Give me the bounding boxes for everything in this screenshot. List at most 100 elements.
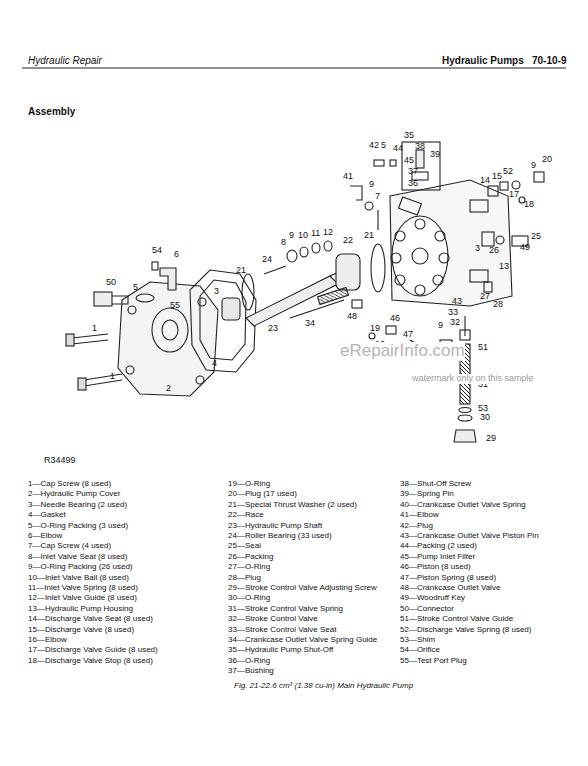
- callout-number: 43: [452, 297, 462, 307]
- callout-number: 51: [478, 343, 488, 353]
- pump-housing: [390, 180, 512, 306]
- page-number: 70-10-9: [532, 55, 566, 66]
- right-valve: [482, 232, 494, 246]
- parts-list-entry: 49—Woodruff Key: [400, 594, 465, 603]
- callout-number: 2: [166, 384, 171, 394]
- parts-list-entry: 41—Elbow: [400, 511, 439, 520]
- pump-housing: [412, 248, 428, 264]
- callout-number: 38: [415, 142, 425, 152]
- parts-list-entry: 54—Orifice: [400, 646, 440, 655]
- callout-number: 5: [381, 141, 386, 151]
- parts-list-entry: 27—O-Ring: [228, 563, 270, 572]
- parts-list-entry: 5—O-Ring Packing (3 used): [28, 522, 128, 531]
- parts-list-entry: 43—Crankcase Outlet Valve Piston Pin: [400, 532, 539, 541]
- callout-number: 44: [393, 144, 403, 154]
- parts-list-entry: 15—Discharge Valve (8 used): [28, 626, 134, 635]
- parts-list-entry: 14—Discharge Valve Seat (8 used): [28, 615, 153, 624]
- callout-number: 52: [503, 167, 513, 177]
- spring-guide: [290, 300, 344, 318]
- callout-number: 39: [430, 150, 440, 160]
- pump-housing: [470, 270, 488, 282]
- parts-list-entry: 42—Plug: [400, 522, 433, 531]
- callout-number: 22: [343, 236, 353, 246]
- figure-caption: Fig. 21-22.6 cm³ (1.38 cu-in) Main Hydra…: [234, 682, 413, 691]
- pump-housing: [390, 180, 512, 306]
- parts-list-entry: 52—Discharge Valve Spring (8 used): [400, 626, 531, 635]
- right-valve: [500, 182, 508, 190]
- header-rule: [22, 67, 566, 68]
- callout-number: 18: [524, 200, 534, 210]
- shaft: [264, 266, 286, 274]
- callout-number: 25: [531, 232, 541, 242]
- race-and-washer: [287, 241, 385, 292]
- pump-cover: [198, 298, 206, 306]
- top-valve: [377, 210, 378, 230]
- parts-list-entry: 18—Discharge Valve Stop (8 used): [28, 657, 153, 666]
- parts-list-entry: 48—Crankcase Outlet Valve: [400, 584, 500, 593]
- callout-number: 11: [311, 229, 320, 239]
- race-and-washer: [371, 244, 385, 292]
- callout-number: 3: [475, 244, 480, 254]
- fittings: [94, 262, 176, 306]
- race-and-washer: [312, 243, 320, 253]
- parts-list-entry: 55—Test Port Plug: [400, 657, 467, 666]
- stroke-valve: [460, 330, 470, 340]
- top-valve: [399, 197, 422, 215]
- callout-number: 21: [236, 266, 246, 276]
- watermark-note: watermark only on this sample: [412, 374, 534, 384]
- section-title: Assembly: [28, 106, 75, 117]
- parts-list-entry: 11—Inlet Valve Spring (8 used): [28, 584, 138, 593]
- callout-number: 47: [403, 330, 413, 340]
- callout-number: 28: [493, 300, 503, 310]
- right-valve: [512, 181, 520, 189]
- watermark: eRepairInfo.com: [340, 342, 465, 361]
- parts-list-entry: 24—Roller Bearing (33 used): [228, 532, 332, 541]
- parts-list-entry: 17—Discharge Valve Guide (8 used): [28, 646, 158, 655]
- figure-id: R34499: [44, 456, 76, 466]
- parts-list-entry: 34—Crankcase Outlet Valve Spring Guide: [228, 636, 377, 645]
- pump-cover: [162, 320, 178, 340]
- callout-number: 1: [92, 324, 97, 334]
- callout-number: 3: [214, 287, 219, 297]
- spring-guide: [352, 300, 362, 308]
- cap-screw: [66, 334, 74, 346]
- callout-number: 14: [480, 176, 490, 186]
- fittings: [94, 292, 112, 306]
- parts-list-entry: 26—Packing: [228, 553, 273, 562]
- callout-number: 19: [370, 324, 380, 334]
- callout-number: 20: [542, 155, 552, 165]
- parts-list-entry: 38—Shut-Off Screw: [400, 480, 471, 489]
- parts-list-entry: 20—Plug (17 used): [228, 490, 297, 499]
- stroke-valve: [386, 326, 396, 334]
- callout-number: 26: [489, 246, 499, 256]
- spring-guide: [317, 288, 348, 305]
- parts-list-entry: 28—Plug: [228, 574, 261, 583]
- callout-number: 37: [408, 167, 418, 177]
- right-valve: [534, 172, 544, 182]
- callout-number: 17: [509, 190, 519, 200]
- cap-screw: [84, 374, 122, 380]
- parts-list-entry: 31—Stroke Control Valve Spring: [228, 605, 343, 614]
- parts-list-entry: 50—Connector: [400, 605, 454, 614]
- callout-number: 13: [499, 262, 509, 272]
- parts-list-entry: 3—Needle Bearing (2 used): [28, 501, 127, 510]
- parts-list-entry: 23—Hydraulic Pump Shaft: [228, 522, 322, 531]
- pump-housing: [415, 285, 425, 295]
- callout-number: 15: [492, 172, 502, 182]
- parts-list-entry: 46—Piston (8 used): [400, 563, 471, 572]
- callout-number: 55: [170, 301, 180, 311]
- pump-illustration: [22, 68, 566, 442]
- pump-housing: [391, 253, 401, 263]
- callout-number: 36: [408, 179, 418, 189]
- stroke-valve: [459, 408, 471, 413]
- top-valve: [365, 202, 373, 210]
- callout-number: 7: [375, 192, 380, 202]
- pump-housing: [435, 231, 445, 241]
- parts-list-entry: 25—Seal: [228, 542, 261, 551]
- callout-number: 41: [343, 172, 353, 182]
- pump-housing: [392, 216, 448, 296]
- callout-number: 9: [531, 161, 536, 171]
- stroke-valve: [464, 316, 465, 336]
- parts-list-entry: 1—Cap Screw (8 used): [28, 480, 111, 489]
- top-valve: [390, 160, 396, 166]
